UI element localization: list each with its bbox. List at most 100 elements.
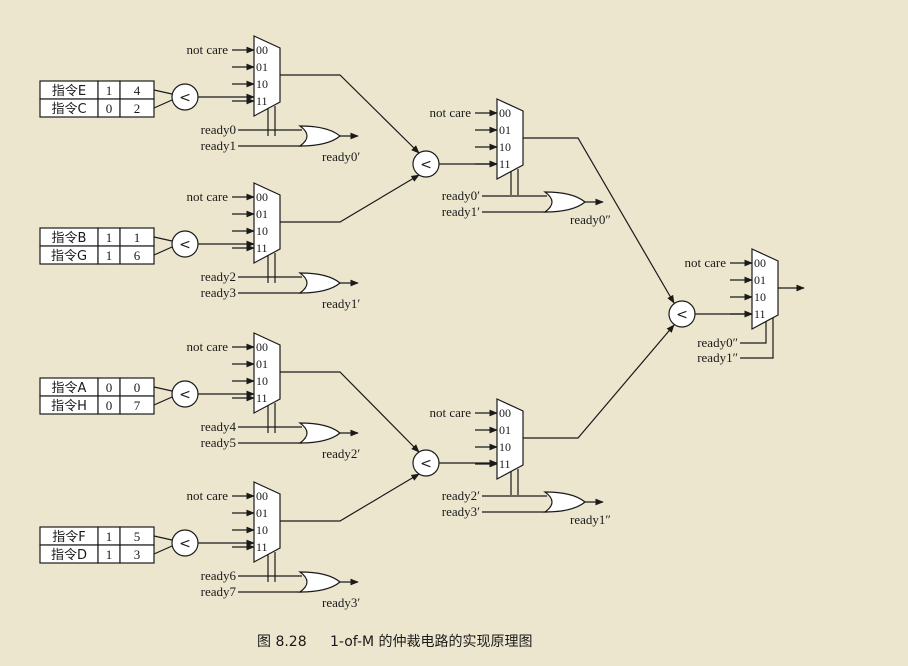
instruction-a: 0 <box>106 398 113 413</box>
instruction-a: 0 <box>106 101 113 116</box>
comparator-s1-0 <box>171 83 199 111</box>
mux-s3 <box>751 248 779 331</box>
mux-input-label: 11 <box>754 307 766 321</box>
mux-to-comparator <box>280 74 420 154</box>
not-care-label: not care <box>429 405 471 420</box>
instruction-b: 7 <box>134 398 141 413</box>
figure-caption: 1-of-M 的仲裁电路的实现原理图 <box>330 634 533 650</box>
mux-input-label: 11 <box>256 391 268 405</box>
ready-input-label: ready3 <box>201 285 236 300</box>
mux-input-label: 00 <box>256 190 268 204</box>
comparator-s1-3 <box>171 529 199 557</box>
instruction-b: 4 <box>134 83 141 98</box>
or-gate-s1-2 <box>298 422 341 444</box>
mux-to-comparator <box>523 137 675 304</box>
ready-input-label: ready4 <box>201 419 237 434</box>
not-care-label: not care <box>186 42 228 57</box>
mux-input-label: 11 <box>256 94 268 108</box>
mux-input-label: 00 <box>256 43 268 57</box>
mux-input-label: 01 <box>499 423 511 437</box>
mux-input-label: 00 <box>499 406 511 420</box>
mux-input-label: 00 <box>754 256 766 270</box>
mux-s2-0 <box>496 98 524 181</box>
instr-to-comparator <box>153 396 173 406</box>
ready-input-label: ready0′ <box>442 188 480 203</box>
instruction-name: 指令F <box>52 530 85 545</box>
mux-input-label: 11 <box>256 540 268 554</box>
mux-input-label: 11 <box>499 157 511 171</box>
wires-layer <box>153 46 805 593</box>
mux-s1-3 <box>253 481 281 564</box>
comparator-s2-0 <box>412 150 440 178</box>
mux-input-label: 10 <box>499 440 511 454</box>
instruction-b-cell <box>119 544 155 564</box>
mux-to-comparator <box>280 473 420 522</box>
ready-input-label: ready7 <box>201 584 237 599</box>
ready-input-label: ready5 <box>201 435 236 450</box>
ready-input-label: ready2′ <box>442 488 480 503</box>
ready-output-label: ready2′ <box>322 446 360 461</box>
instr-to-comparator <box>153 246 173 256</box>
instruction-b: 2 <box>134 101 141 116</box>
mux-input-label: 01 <box>256 207 268 221</box>
ready-input-label: ready0 <box>201 122 236 137</box>
mux-to-comparator <box>280 174 420 223</box>
or-gate-s1-1 <box>298 272 341 294</box>
mux-input-label: 11 <box>499 457 511 471</box>
ready-output-label: ready0′ <box>322 149 360 164</box>
or-gate-s2-0 <box>543 191 586 213</box>
mux-input-label: 01 <box>256 357 268 371</box>
ready-input-label: ready6 <box>201 568 237 583</box>
comparator-s1-1 <box>171 230 199 258</box>
instruction-b: 1 <box>134 230 141 245</box>
instruction-b-cell <box>119 245 155 265</box>
not-care-label: not care <box>429 105 471 120</box>
not-care-label: not care <box>186 189 228 204</box>
select-line <box>740 318 774 359</box>
instruction-b: 5 <box>134 529 141 544</box>
instr-to-comparator <box>153 386 173 392</box>
mux-input-label: 11 <box>256 241 268 255</box>
mux-input-label: 10 <box>256 77 268 91</box>
not-care-label: not care <box>684 255 726 270</box>
ready-input-label: ready3′ <box>442 504 480 519</box>
or-gate-s2-1 <box>543 491 586 513</box>
comparator-symbol: < <box>420 157 432 173</box>
mux-s1-1 <box>253 182 281 265</box>
instruction-name: 指令D <box>51 548 87 563</box>
mux-input-label: 00 <box>499 106 511 120</box>
not-care-label: not care <box>186 488 228 503</box>
mux-to-comparator <box>523 324 675 439</box>
ready-output-label: ready1′ <box>322 296 360 311</box>
instruction-b-cell <box>119 395 155 415</box>
mux-input-label: 00 <box>256 489 268 503</box>
instruction-b: 3 <box>134 547 141 562</box>
instr-to-comparator <box>153 236 173 242</box>
instruction-a: 1 <box>106 547 113 562</box>
instruction-name: 指令C <box>51 102 86 117</box>
mux-input-label: 10 <box>256 224 268 238</box>
instruction-name: 指令E <box>52 84 86 99</box>
instr-to-comparator <box>153 89 173 95</box>
or-gate-s1-3 <box>298 571 341 593</box>
instruction-a: 1 <box>106 230 113 245</box>
mux-input-label: 10 <box>256 374 268 388</box>
ready-output-label: ready0″ <box>570 212 611 227</box>
mux-input-label: 01 <box>754 273 766 287</box>
comparator-s1-2 <box>171 380 199 408</box>
instruction-a: 1 <box>106 248 113 263</box>
mux-input-label: 10 <box>754 290 766 304</box>
instruction-name: 指令G <box>51 249 87 264</box>
comparator-symbol: < <box>179 387 191 403</box>
ready-input-label: ready1″ <box>697 350 738 365</box>
comparator-symbol: < <box>676 307 688 323</box>
mux-input-label: 00 <box>256 340 268 354</box>
ready-output-label: ready1″ <box>570 512 611 527</box>
ready-output-label: ready3′ <box>322 595 360 610</box>
mux-input-label: 10 <box>499 140 511 154</box>
mux-input-label: 10 <box>256 523 268 537</box>
instruction-b-cell <box>119 98 155 118</box>
comparator-symbol: < <box>179 90 191 106</box>
figure-number: 图 8.28 <box>257 634 307 650</box>
